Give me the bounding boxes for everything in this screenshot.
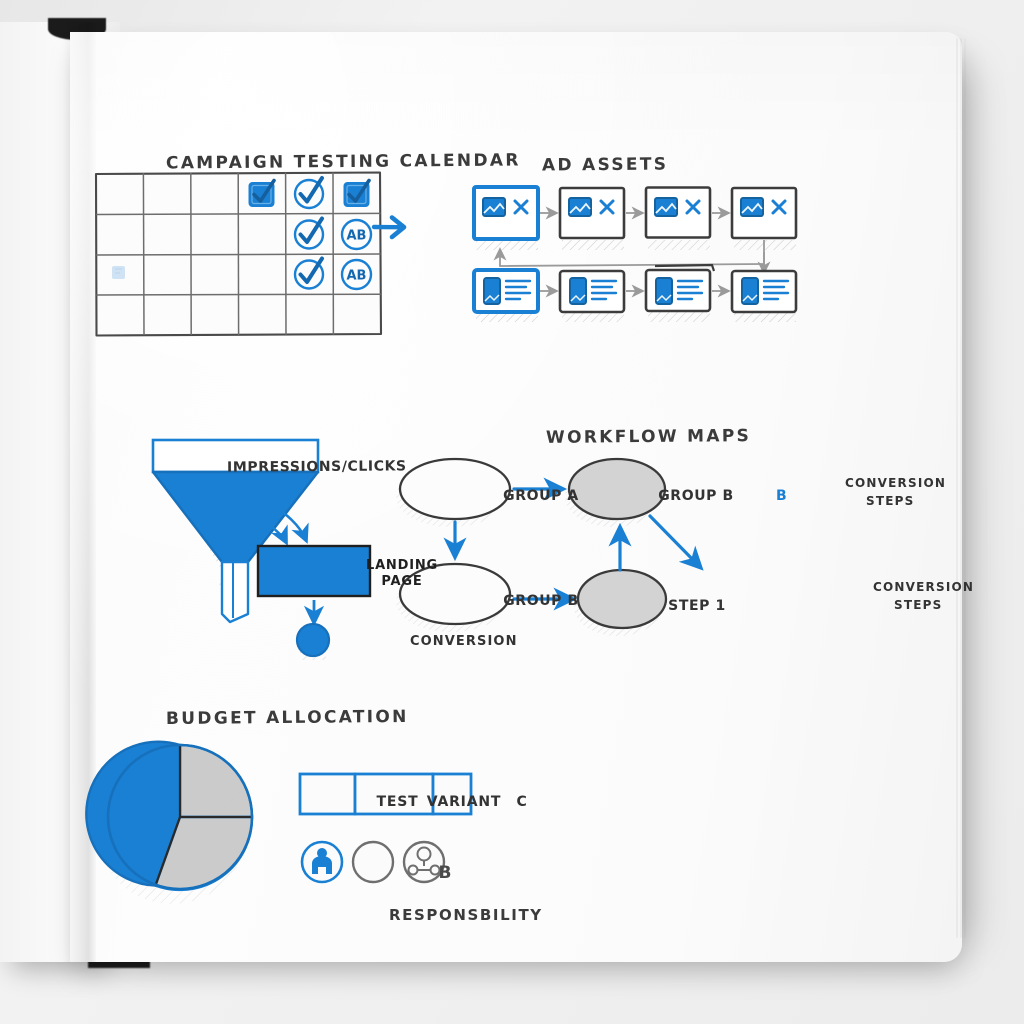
funnel-landing-label-line1: LANDING — [365, 558, 438, 573]
workflow-arrow-b-to-conversion — [648, 514, 704, 571]
ad-card-txt-2[interactable] — [558, 269, 626, 322]
cell-icon-circle-check[interactable] — [293, 176, 325, 210]
cell-icon-checkbox-checked-filled[interactable] — [343, 178, 371, 207]
ad-card-img-4[interactable] — [730, 186, 798, 250]
budget-section-title: BUDGET ALLOCATION — [165, 706, 409, 730]
variant-table-cell-c[interactable]: C — [516, 794, 528, 810]
ad-assets-section-title: AD ASSETS — [541, 154, 669, 176]
ad-assets-diagram — [472, 185, 798, 322]
workflow-node-label-group-b: GROUP B — [503, 593, 579, 609]
workflow-node-group-b[interactable] — [396, 562, 512, 632]
ad-card-txt-3[interactable] — [644, 263, 716, 322]
responsibility-badge-letter: B — [438, 863, 452, 883]
ab-label: AB — [347, 229, 367, 244]
ad-feedback-loop-arrow-icon — [493, 240, 765, 267]
workflow-node-group-a[interactable] — [396, 457, 512, 527]
workflow-annotation-1-line2: STEPS — [866, 494, 915, 508]
ab-label: AB — [347, 269, 367, 284]
funnel-landing-label-line2: PAGE — [381, 574, 423, 589]
ad-card-img-2[interactable] — [558, 186, 626, 250]
workflow-annotation-1-line1: CONVERSION — [845, 476, 947, 490]
responsibility-icon-team-network[interactable] — [402, 840, 446, 884]
variant-table-cell-variant[interactable]: VARIANT — [426, 794, 502, 810]
workflow-node-label-text: GROUP B — [658, 488, 734, 504]
calendar-outflow-arrow-right-icon — [371, 215, 407, 240]
workflow-annotation-2-line1: CONVERSION — [873, 580, 975, 594]
funnel-top-label: IMPRESSIONS/CLICKS — [226, 458, 407, 476]
funnel-diagram — [151, 438, 372, 660]
workflow-node-accent-char: B — [776, 488, 788, 504]
calendar-grid[interactable] — [94, 171, 383, 337]
budget-pie-chart[interactable] — [85, 740, 254, 904]
ad-card-img-1[interactable] — [472, 185, 540, 250]
workflow-diagram — [396, 457, 704, 636]
calendar-section-title: CAMPAIGN TESTING CALENDAR — [165, 150, 521, 174]
cell-icon-ab-test-circle[interactable]: AB — [340, 218, 373, 251]
workflow-node-group-b-shaded[interactable] — [565, 457, 667, 527]
workflow-section-title: WORKFLOW MAPS — [545, 426, 752, 448]
ad-card-img-3[interactable] — [644, 186, 712, 251]
ad-card-txt-4[interactable] — [730, 269, 798, 322]
workflow-node-step-1[interactable] — [574, 568, 668, 636]
workflow-node-label-group-a: GROUP A — [503, 488, 579, 504]
responsibility-caption: RESPONSBILITY — [389, 906, 543, 924]
cell-icon-ab-test-circle[interactable]: AB — [340, 258, 373, 291]
cell-icon-circle-check[interactable] — [293, 216, 325, 250]
variant-table[interactable] — [298, 772, 473, 816]
cell-icon-circle-check[interactable] — [293, 256, 325, 290]
workflow-node-label-group-b-shaded: GROUP B — [651, 488, 741, 506]
cell-icon-checkbox-checked-filled[interactable] — [248, 178, 276, 207]
responsibility-icon-person[interactable] — [300, 840, 344, 884]
ad-card-txt-1[interactable] — [472, 268, 540, 322]
variant-table-cell-test[interactable]: TEST — [376, 794, 419, 810]
notebook: AB AB — [0, 18, 973, 970]
funnel-conversion-label: CONVERSION — [410, 634, 518, 649]
workflow-node-label-step-1: STEP 1 — [668, 598, 726, 614]
sketch-layer: AB AB — [85, 171, 798, 904]
responsibility-icon-letter-badge[interactable] — [351, 840, 395, 884]
cell-icon-faint-blue-smudge — [112, 266, 125, 279]
workflow-annotation-2-line2: STEPS — [894, 598, 943, 612]
